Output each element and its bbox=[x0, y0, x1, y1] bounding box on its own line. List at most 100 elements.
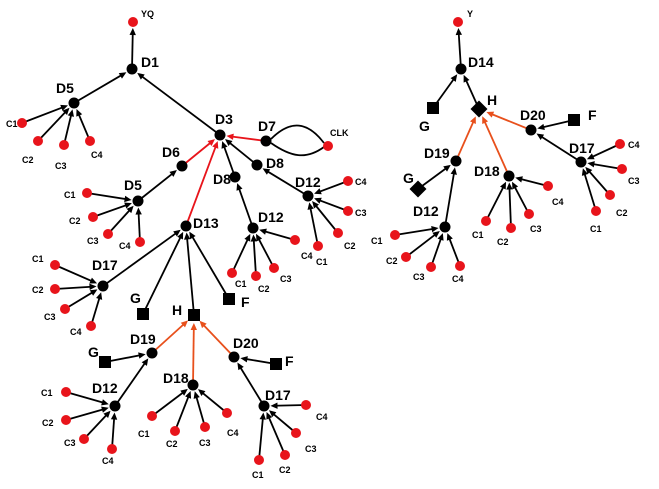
node-f3 bbox=[568, 114, 580, 126]
node-d17b bbox=[258, 400, 270, 412]
node-d5b_c2 bbox=[88, 212, 98, 222]
arrowhead-d17a-to-d13 bbox=[173, 229, 181, 237]
arrowhead-d18a_c4-to-d18a bbox=[198, 389, 206, 397]
node-label-h: H bbox=[487, 92, 497, 108]
arrowhead-d12a_c2-to-d12a bbox=[312, 201, 319, 209]
edge-d7-to-d3 bbox=[229, 135, 267, 142]
node-d14 bbox=[455, 63, 467, 75]
node-label-c3: C3 bbox=[305, 444, 317, 454]
edge-d20b-to-h2 bbox=[488, 112, 532, 131]
arrowhead-d17a_c2-to-d17a bbox=[89, 283, 97, 291]
node-d18b_c4 bbox=[543, 181, 553, 191]
node-d1 bbox=[126, 63, 138, 75]
edge-d18b-to-h2 bbox=[482, 118, 510, 177]
arrowhead-d12a_c4a-to-d12a bbox=[314, 188, 322, 195]
edge-d18b_c4-to-d18b bbox=[517, 177, 549, 187]
edge-d5b_c1-to-d5b bbox=[86, 192, 129, 201]
node-d17a_c1 bbox=[50, 260, 60, 270]
edge-d17a_c4-to-d17a bbox=[90, 294, 102, 327]
arrowhead-d17c_c3-to-d17c bbox=[587, 161, 595, 168]
arrowhead-d3-to-d1 bbox=[137, 72, 145, 80]
node-d12b bbox=[247, 222, 259, 234]
node-label-c4: C4 bbox=[355, 177, 367, 187]
node-label-d14: D14 bbox=[468, 54, 494, 70]
edge-d13-to-d3 bbox=[185, 143, 218, 227]
edge-d1-to-yq bbox=[131, 30, 134, 70]
node-label-c2: C2 bbox=[42, 418, 54, 428]
edge-d17a_c2-to-d17a bbox=[54, 285, 94, 290]
arrowhead-d17c-to-d20b bbox=[536, 133, 545, 140]
node-d12a_c1 bbox=[313, 241, 323, 251]
node-label-yq: YQ bbox=[141, 9, 154, 19]
node-d12b_c1 bbox=[227, 268, 237, 278]
edge-d5b_c4-to-d5b bbox=[137, 210, 141, 243]
node-label-clk: CLK bbox=[330, 128, 349, 138]
node-h1 bbox=[188, 309, 200, 321]
edge-d18a_c1-to-d18a bbox=[151, 390, 186, 417]
node-d5a_c2 bbox=[33, 136, 43, 146]
arrowhead-d1-to-yq bbox=[129, 27, 136, 36]
node-label-f: F bbox=[285, 353, 294, 369]
node-f2 bbox=[270, 358, 282, 370]
node-label-c1: C1 bbox=[252, 470, 264, 480]
arrowhead-d12b_c2-to-d12b bbox=[250, 234, 258, 242]
node-d8a bbox=[229, 171, 241, 183]
arrowhead-d5b_c2-to-d5b bbox=[124, 202, 132, 209]
arrowhead-d18a_c2-to-d18a bbox=[185, 391, 192, 399]
arrowhead-d12c_c3-to-d12c bbox=[103, 410, 111, 419]
edge-d17b-to-d20a bbox=[238, 364, 265, 407]
node-d17b_c3 bbox=[291, 428, 301, 438]
edge-d17b_c2-to-d17b bbox=[266, 414, 286, 456]
node-d12c bbox=[109, 400, 121, 412]
edge-d12d_c3-to-d12d bbox=[430, 235, 443, 268]
edge-d14-to-y bbox=[457, 30, 462, 70]
edge-d12d-to-d19b bbox=[444, 170, 456, 228]
arrowhead-d12d_c2-to-d12d bbox=[432, 230, 440, 238]
node-d17b_c2 bbox=[280, 450, 290, 460]
node-d12a_c2 bbox=[333, 228, 343, 238]
node-label-c3: C3 bbox=[199, 438, 211, 448]
arrowhead-d12d_c3-to-d12d bbox=[437, 233, 444, 241]
arrowhead-d12c_c2-to-d12c bbox=[101, 406, 109, 413]
edge-d17c_c3-to-d17c bbox=[590, 162, 623, 170]
edge-f1-to-d13 bbox=[190, 233, 230, 300]
node-d17c_c2 bbox=[605, 190, 615, 200]
node-label-d8: D8 bbox=[266, 155, 284, 171]
node-label-d1: D1 bbox=[141, 54, 159, 70]
node-label-c2: C2 bbox=[258, 284, 270, 294]
node-label-d12: D12 bbox=[92, 380, 118, 396]
edge-d12a_c1-to-d12a bbox=[308, 205, 319, 247]
edge-d5a-to-d1 bbox=[73, 73, 125, 104]
node-d17a_c4 bbox=[86, 321, 96, 331]
edge-d12a_c4a-to-d12a bbox=[316, 180, 349, 194]
node-label-c3: C3 bbox=[64, 438, 76, 448]
arrowhead-g2-to-d19a bbox=[138, 352, 146, 359]
node-d18a_c4 bbox=[222, 408, 232, 418]
node-d5b_c4 bbox=[135, 237, 145, 247]
node-d5b bbox=[132, 195, 144, 207]
node-d20b bbox=[525, 124, 537, 136]
arrowhead-d5b_c4-to-d5b bbox=[135, 207, 142, 215]
edge-d12c_c1-to-d12c bbox=[65, 391, 107, 405]
node-label-c4: C4 bbox=[102, 456, 114, 466]
arrowhead-d5b-to-d6 bbox=[169, 170, 177, 177]
node-label-d17: D17 bbox=[265, 387, 291, 403]
node-d18b_c3 bbox=[524, 209, 534, 219]
arrowhead-d8b-to-d3 bbox=[225, 139, 233, 146]
node-d17c bbox=[575, 156, 587, 168]
node-label-c3: C3 bbox=[44, 312, 56, 322]
node-clk bbox=[323, 141, 333, 151]
node-d12a bbox=[302, 190, 314, 202]
edge-g4-to-d19b bbox=[417, 165, 449, 190]
arrowhead-d5b_c3-to-d5b bbox=[126, 205, 134, 214]
node-d17b_c4 bbox=[301, 400, 311, 410]
edge-d17c_c1-to-d17c bbox=[582, 170, 597, 212]
edge-d17c-to-d20b bbox=[538, 134, 582, 163]
arrowhead-d17b_c2-to-d17b bbox=[266, 411, 273, 420]
node-label-d12: D12 bbox=[413, 203, 439, 219]
edge-d12d_c1-to-d12d bbox=[394, 227, 436, 236]
node-label-c4: C4 bbox=[119, 241, 131, 251]
arrowhead-d12c_c1-to-d12c bbox=[101, 399, 109, 406]
node-label-c2: C2 bbox=[386, 256, 398, 266]
